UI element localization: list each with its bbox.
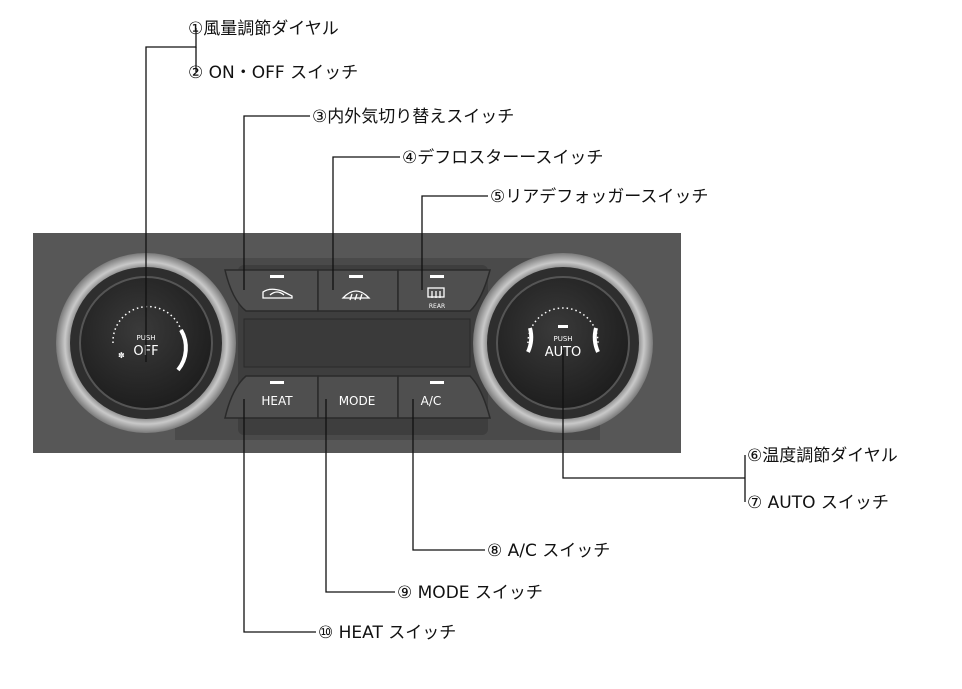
callout-recirc: ③内外気切り替えスイッチ	[312, 107, 514, 127]
callout-temp-dial: ⑥温度調節ダイヤル	[747, 446, 898, 466]
heat-button[interactable]	[224, 375, 319, 419]
callout-auto: ⑦ AUTO スイッチ	[747, 493, 889, 513]
callout-rear-defogger: ⑤リアデフォッガースイッチ	[490, 186, 708, 207]
ac-button[interactable]	[397, 375, 491, 419]
rear-defogger-icon	[427, 287, 445, 298]
recirculation-icon	[262, 288, 293, 299]
callout-mode: ⑨ MODE スイッチ	[397, 583, 543, 603]
mode-label: MODE	[339, 394, 376, 408]
callout-heat: ⑩ HEAT スイッチ	[318, 623, 456, 643]
recirculation-button[interactable]	[224, 269, 319, 312]
defroster-icon	[341, 290, 371, 301]
callout-ac: ⑧ A/C スイッチ	[487, 541, 610, 561]
fan-icon: ✽	[118, 351, 125, 360]
right-push-label: PUSH	[553, 335, 572, 343]
leader-lines	[145, 28, 746, 633]
rear-label: REAR	[429, 303, 445, 310]
display-area	[243, 318, 471, 368]
auto-indicator	[558, 325, 568, 328]
callout-on-off: ② ON・OFF スイッチ	[188, 63, 358, 83]
callout-defroster: ④デフロスターースイッチ	[402, 147, 603, 168]
bottom-button-row: HEAT MODE A/C	[224, 375, 491, 419]
heat-label: HEAT	[261, 394, 293, 408]
top-button-row: REAR	[224, 269, 491, 312]
ac-label: A/C	[421, 394, 442, 408]
callout-fan-dial: ①風量調節ダイヤル	[188, 19, 339, 39]
callouts: ①風量調節ダイヤル ② ON・OFF スイッチ ③内外気切り替えスイッチ ④デフ…	[188, 19, 898, 643]
